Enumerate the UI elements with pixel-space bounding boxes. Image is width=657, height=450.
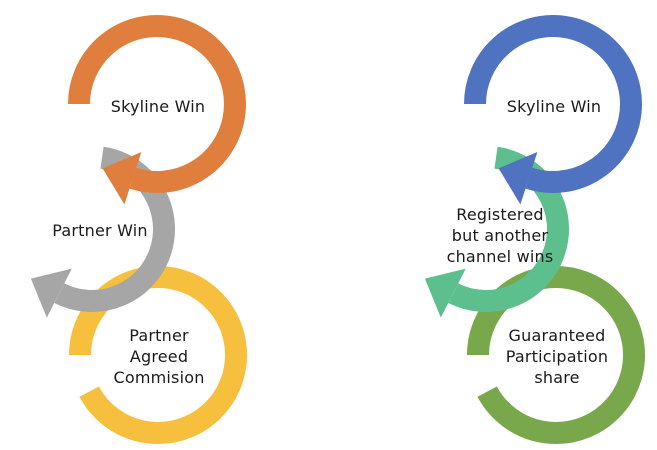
label-left-partner-win: Partner Win <box>52 221 148 240</box>
ring-left-skyline-win-arrowhead <box>102 152 142 205</box>
ring-right-skyline-win <box>464 15 642 205</box>
ring-left-skyline-win <box>68 15 246 205</box>
label-left-skyline-win: Skyline Win <box>110 97 206 116</box>
label-right-guaranteed-participation-share: Guaranteed Participation share <box>505 326 609 387</box>
label-right-registered-other-channel: Registered but another channel wins <box>446 205 554 266</box>
label-left-partner-agreed-commision: Partner Agreed Commision <box>113 326 205 387</box>
ring-left-skyline-win-arc <box>68 15 246 193</box>
ring-right-skyline-win-arrowhead <box>498 152 538 205</box>
ring-right-skyline-win-arc <box>464 15 642 193</box>
ring-right-registered-other-channel-arrowhead <box>424 268 466 318</box>
ring-left-partner-win-arrowhead <box>30 268 72 318</box>
label-right-skyline-win: Skyline Win <box>506 97 602 116</box>
